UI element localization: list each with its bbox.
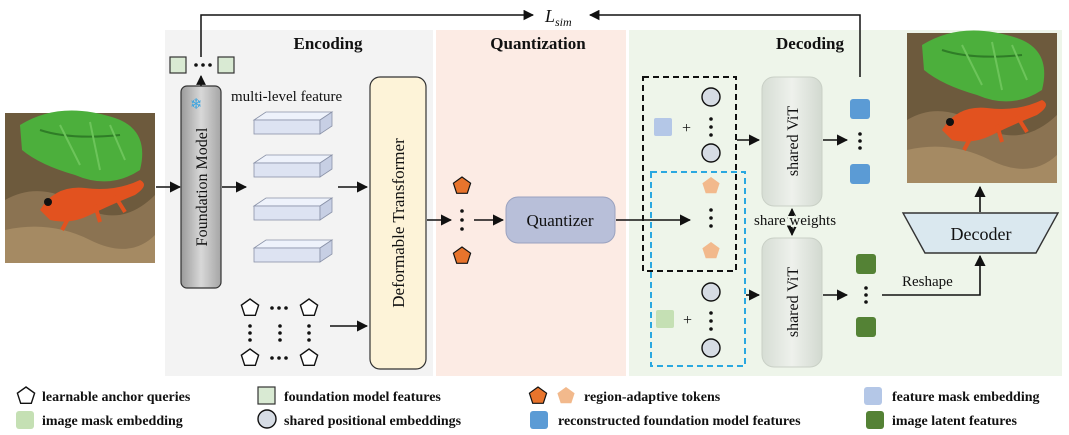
anchor-ellipsis [248,306,311,360]
shared-vit-top-label: shared ViT [785,106,802,177]
feature-mask-embedding [654,118,672,136]
quantizer-label: Quantizer [526,211,593,230]
quantizer-block [505,196,616,244]
latent-feature [856,317,876,337]
legend-item: foundation model features [284,390,441,405]
legend-item: image latent features [892,414,1017,429]
input-image [5,110,155,263]
snowflake-icon: ❄ [190,95,203,113]
decoder-block [901,212,1060,254]
fm-feature-square [217,56,235,74]
legend-item: learnable anchor queries [42,390,191,405]
positional-embedding [701,143,721,163]
latent-feature [856,254,876,274]
output-image [907,30,1057,183]
feature-slab [252,197,334,221]
feature-slab [252,239,334,263]
legend-pos-embed-icon [257,409,277,429]
ellipsis-dot [208,63,212,67]
latent-ellipsis [864,286,868,304]
reconstructed-feature [850,99,870,119]
legend-anchor-query-icon [16,386,36,404]
legend: learnable anchor queries foundation mode… [16,386,1040,429]
encoding-title: Encoding [294,34,363,53]
decoding-title: Decoding [776,34,845,53]
multi-level-feature-label: multi-level feature [231,89,343,105]
positional-embedding [701,282,721,302]
reconstructed-feature [850,164,870,184]
legend-token-icon [528,386,548,404]
feature-slab [252,111,334,135]
positional-embedding [701,87,721,107]
pos-ellipsis [709,117,713,137]
legend-item: shared positional embeddings [284,414,462,429]
decoder-label: Decoder [951,224,1012,244]
ellipsis-dot [201,63,205,67]
loss-label: Lsim [544,6,572,29]
legend-item: reconstructed foundation model features [558,414,801,429]
legend-fm-feature-icon [257,386,276,405]
shared-vit-bottom [761,237,823,368]
deformable-transformer-block [369,76,427,370]
legend-token-light-icon [557,387,575,404]
positional-embedding [701,338,721,358]
legend-image-mask-icon [16,411,34,429]
shared-vit-bottom-label: shared ViT [785,267,802,338]
ellipsis-dot [194,63,198,67]
plus-sign: + [683,312,692,329]
share-weights-label: share weights [754,213,836,229]
legend-feature-mask-icon [864,387,882,405]
legend-item: feature mask embedding [892,390,1040,405]
token-ellipsis [460,209,464,231]
plus-sign: + [682,120,691,137]
foundation-model-label: Foundation Model [194,127,211,246]
legend-item: image mask embedding [42,414,183,429]
shared-vit-top [761,76,823,207]
legend-latent-icon [866,411,884,429]
legend-reconstructed-icon [530,411,548,429]
top-input-group [642,76,737,272]
quantization-title: Quantization [490,34,586,53]
pos-ellipsis [709,311,713,331]
legend-item: region-adaptive tokens [584,390,721,405]
deformable-transformer-label: Deformable Transformer [389,138,408,308]
fm-feature-square [169,56,187,74]
reshape-label: Reshape [902,274,953,290]
recon-ellipsis [858,132,862,150]
bottom-input-group [650,171,746,367]
token-ellipsis [709,208,713,228]
feature-slab [252,154,334,178]
image-mask-embedding [656,310,674,328]
